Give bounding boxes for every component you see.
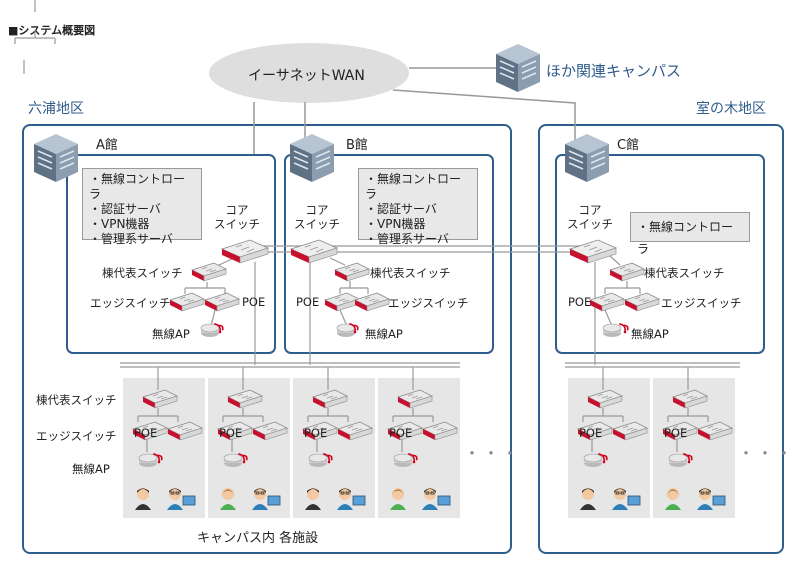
facility-poe-label: POE [664, 426, 688, 440]
row-label-building-switch: 棟代表スイッチ [36, 393, 117, 407]
row-label-wireless-ap: 無線AP [72, 462, 110, 476]
poe-label-c: POE [568, 295, 592, 309]
building-a-name: A館 [96, 138, 118, 153]
diagram-title: ■システム概要図 [8, 24, 96, 37]
core-switch-line1: コア [578, 203, 602, 217]
building-b-name: B館 [346, 138, 368, 153]
server-item: ・管理系サーバ [365, 232, 449, 246]
area-label-muronoki: 室の木地区 [696, 101, 766, 117]
facility-poe-label: POE [134, 426, 158, 440]
facility-poe-label: POE [389, 426, 413, 440]
wan-label: イーサネットWAN [248, 68, 365, 84]
building-switch-label-c: 棟代表スイッチ [644, 266, 725, 280]
core-switch-label-a: コア スイッチ [212, 203, 262, 231]
server-item: ・認証サーバ [365, 202, 437, 216]
poe-label-a: POE [242, 295, 266, 309]
building-switch-label-b: 棟代表スイッチ [370, 266, 451, 280]
more-facilities-dots-right: ・・・ [738, 444, 796, 463]
poe-label-b: POE [296, 295, 320, 309]
core-switch-line2: スイッチ [214, 217, 260, 231]
area-rokuura [22, 124, 512, 554]
edge-switch-label-c: エッジスイッチ [661, 296, 742, 310]
facility-poe-label: POE [219, 426, 243, 440]
server-box-b: ・無線コントローラ ・認証サーバ ・VPN機器 ・管理系サーバ [358, 168, 478, 246]
server-item: ・認証サーバ [89, 202, 161, 216]
core-switch-line1: コア [225, 203, 249, 217]
server-box-a: ・無線コントローラ ・認証サーバ ・VPN機器 ・管理系サーバ [82, 168, 202, 246]
building-switch-label-a: 棟代表スイッチ [102, 266, 183, 280]
server-box-c: ・無線コントローラ [630, 212, 750, 256]
building-c-name: C館 [617, 138, 640, 153]
area-label-rokuura: 六浦地区 [28, 101, 84, 117]
core-switch-line1: コア [305, 203, 329, 217]
facility-poe-label: POE [304, 426, 328, 440]
server-item: ・無線コントローラ [637, 220, 734, 256]
row-label-edge-switch: エッジスイッチ [36, 429, 117, 443]
more-facilities-dots-left: ・・・ [464, 444, 522, 463]
server-item: ・管理系サーバ [89, 232, 173, 246]
wireless-ap-label-b: 無線AP [365, 327, 403, 341]
core-switch-line2: スイッチ [567, 217, 613, 231]
core-switch-line2: スイッチ [294, 217, 340, 231]
other-campus-label: ほか関連キャンパス [546, 62, 682, 80]
area-muronoki [538, 124, 784, 554]
facility-poe-label: POE [579, 426, 603, 440]
edge-switch-label-a: エッジスイッチ [90, 296, 171, 310]
core-switch-label-c: コア スイッチ [565, 203, 615, 231]
wireless-ap-label-a: 無線AP [152, 327, 190, 341]
core-switch-label-b: コア スイッチ [292, 203, 342, 231]
server-item: ・無線コントローラ [89, 172, 186, 201]
campus-facilities-label: キャンパス内 各施設 [197, 531, 319, 546]
server-item: ・VPN機器 [365, 217, 426, 231]
wireless-ap-label-c: 無線AP [631, 327, 669, 341]
edge-switch-label-b: エッジスイッチ [388, 296, 469, 310]
server-item: ・VPN機器 [89, 217, 150, 231]
server-item: ・無線コントローラ [365, 172, 462, 201]
